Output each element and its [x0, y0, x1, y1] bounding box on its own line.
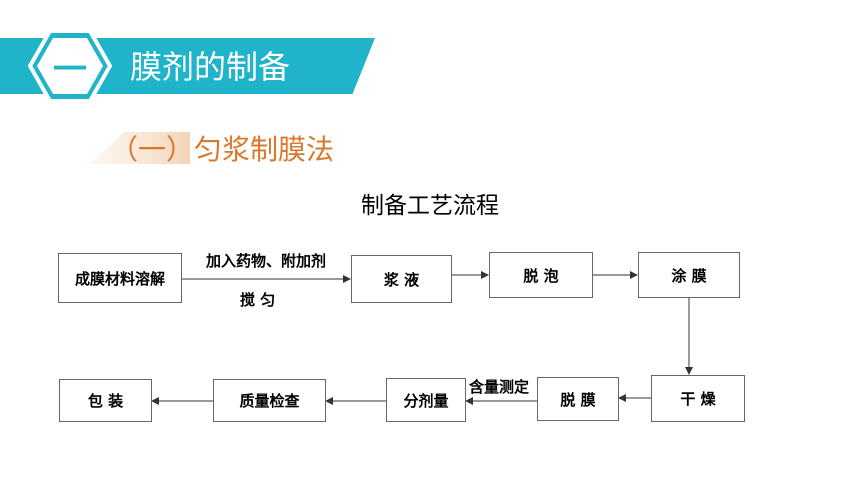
- node-defoam: 脱 泡: [489, 252, 593, 298]
- node-pack: 包 装: [59, 379, 152, 422]
- node-dry: 干 燥: [651, 375, 745, 422]
- edge-label-add-drug: 加入药物、附加剂: [206, 252, 327, 270]
- edge-label-stir: 搅 匀: [240, 291, 276, 309]
- diagram-title: 制备工艺流程: [361, 193, 499, 219]
- node-demold: 脱 膜: [537, 377, 619, 421]
- node-coat: 涂 膜: [638, 252, 740, 298]
- node-slurry: 浆 液: [351, 255, 452, 303]
- section-title: 膜剂的制备: [130, 48, 291, 86]
- subsection-accent-shape: [90, 132, 190, 164]
- node-dissolve: 成膜材料溶解: [58, 253, 182, 303]
- node-qc: 质量检查: [213, 379, 326, 422]
- section-number: 一: [53, 49, 87, 90]
- subsection-title: （一）匀浆制膜法: [110, 133, 335, 166]
- hexagon-badge-icon: [28, 27, 112, 105]
- edge-label-content-test: 含量测定: [469, 378, 530, 396]
- node-dose: 分剂量: [386, 378, 466, 422]
